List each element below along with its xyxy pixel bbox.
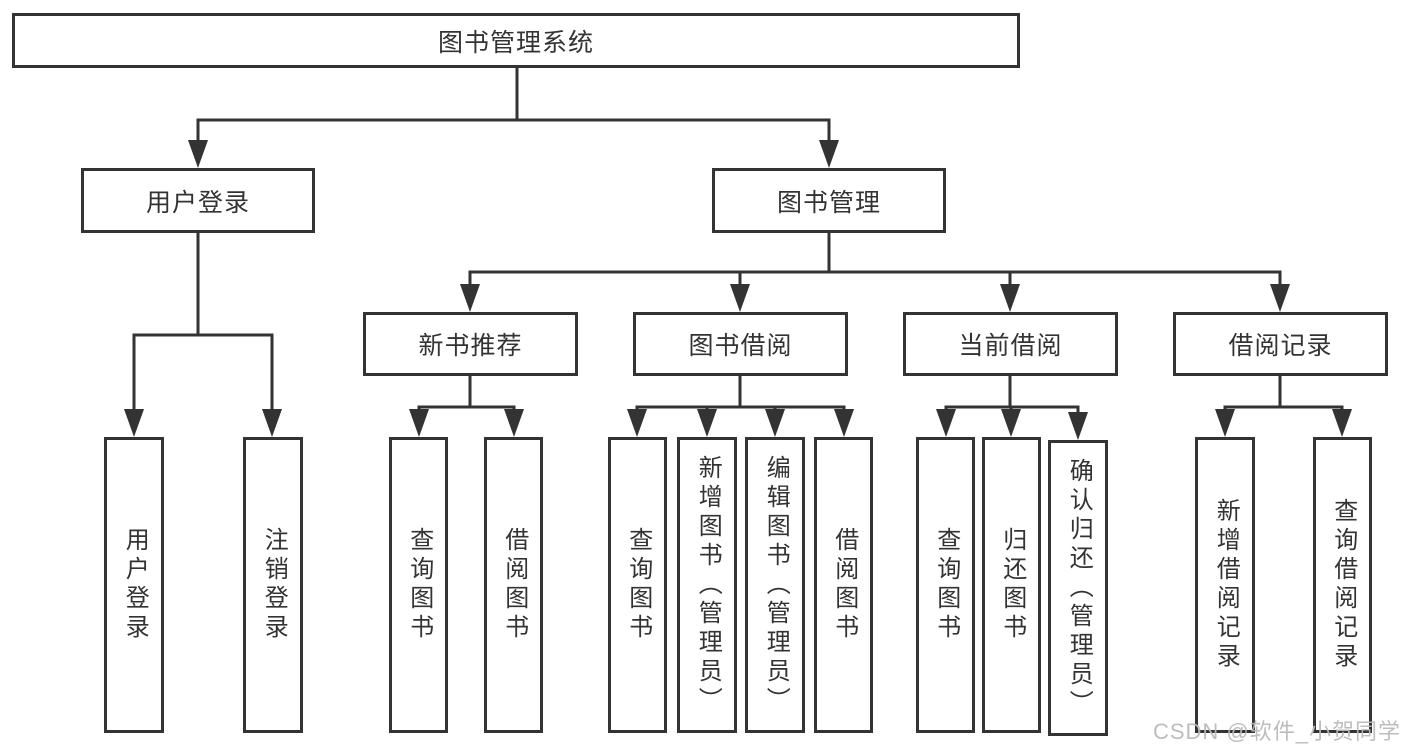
leaf-current-confirm-return-admin: 确认归还（管理员） [1048,440,1108,736]
leaf-borrowing-query-books: 查询图书 [608,437,667,733]
leaf-borrowing-add-books-admin: 新增图书（管理员） [677,437,737,733]
leaf-current-return-books-label: 归还图书 [998,527,1026,643]
csdn-watermark: CSDN @软件_小贺同学 [1152,719,1401,744]
leaf-borrowing-add-books-admin-label: 新增图书（管理员） [694,454,722,716]
node-book-management-branch-label: 图书管理 [776,188,881,217]
node-book-borrowing-label: 图书借阅 [688,332,793,360]
arrowheads [124,140,1352,440]
leaf-records-add-record-label: 新增借阅记录 [1212,498,1240,672]
leaf-records-add-record: 新增借阅记录 [1195,437,1255,733]
node-borrowing-records-label: 借阅记录 [1228,332,1333,360]
node-book-management-branch: 图书管理 [712,168,946,233]
leaf-current-query-books-label: 查询图书 [932,527,960,643]
leaf-newbook-borrow-books-label: 借阅图书 [500,527,528,643]
node-book-borrowing: 图书借阅 [633,312,848,376]
leaf-logout-label: 注销登录 [260,527,288,643]
leaf-newbook-query-books: 查询图书 [389,437,448,733]
node-current-borrowing-label: 当前借阅 [958,332,1063,360]
node-current-borrowing: 当前借阅 [903,312,1118,376]
leaf-user-login: 用户登录 [104,437,164,733]
node-user-login-branch: 用户登录 [81,168,315,233]
node-user-login-branch-label: 用户登录 [145,188,250,217]
leaf-newbook-query-books-label: 查询图书 [405,527,433,643]
leaf-records-query-record: 查询借阅记录 [1313,437,1372,733]
leaf-borrowing-borrow-books: 借阅图书 [814,437,873,733]
node-root-label: 图书管理系统 [437,28,594,57]
leaf-borrowing-edit-books-admin-label: 编辑图书（管理员） [762,454,790,716]
node-root: 图书管理系统 [12,13,1020,68]
node-new-book-recommend-label: 新书推荐 [418,332,523,360]
leaf-user-login-label: 用户登录 [121,527,149,643]
leaf-records-query-record-label: 查询借阅记录 [1329,498,1357,672]
leaf-borrowing-edit-books-admin: 编辑图书（管理员） [745,437,805,733]
leaf-current-confirm-return-admin-label: 确认归还（管理员） [1065,457,1093,719]
leaf-current-query-books: 查询图书 [916,437,975,733]
leaf-borrowing-query-books-label: 查询图书 [624,527,652,643]
node-borrowing-records: 借阅记录 [1173,312,1388,376]
node-new-book-recommend: 新书推荐 [363,312,578,376]
leaf-logout: 注销登录 [243,437,303,733]
leaf-current-return-books: 归还图书 [982,437,1041,733]
leaf-newbook-borrow-books: 借阅图书 [484,437,543,733]
leaf-borrowing-borrow-books-label: 借阅图书 [830,527,858,643]
